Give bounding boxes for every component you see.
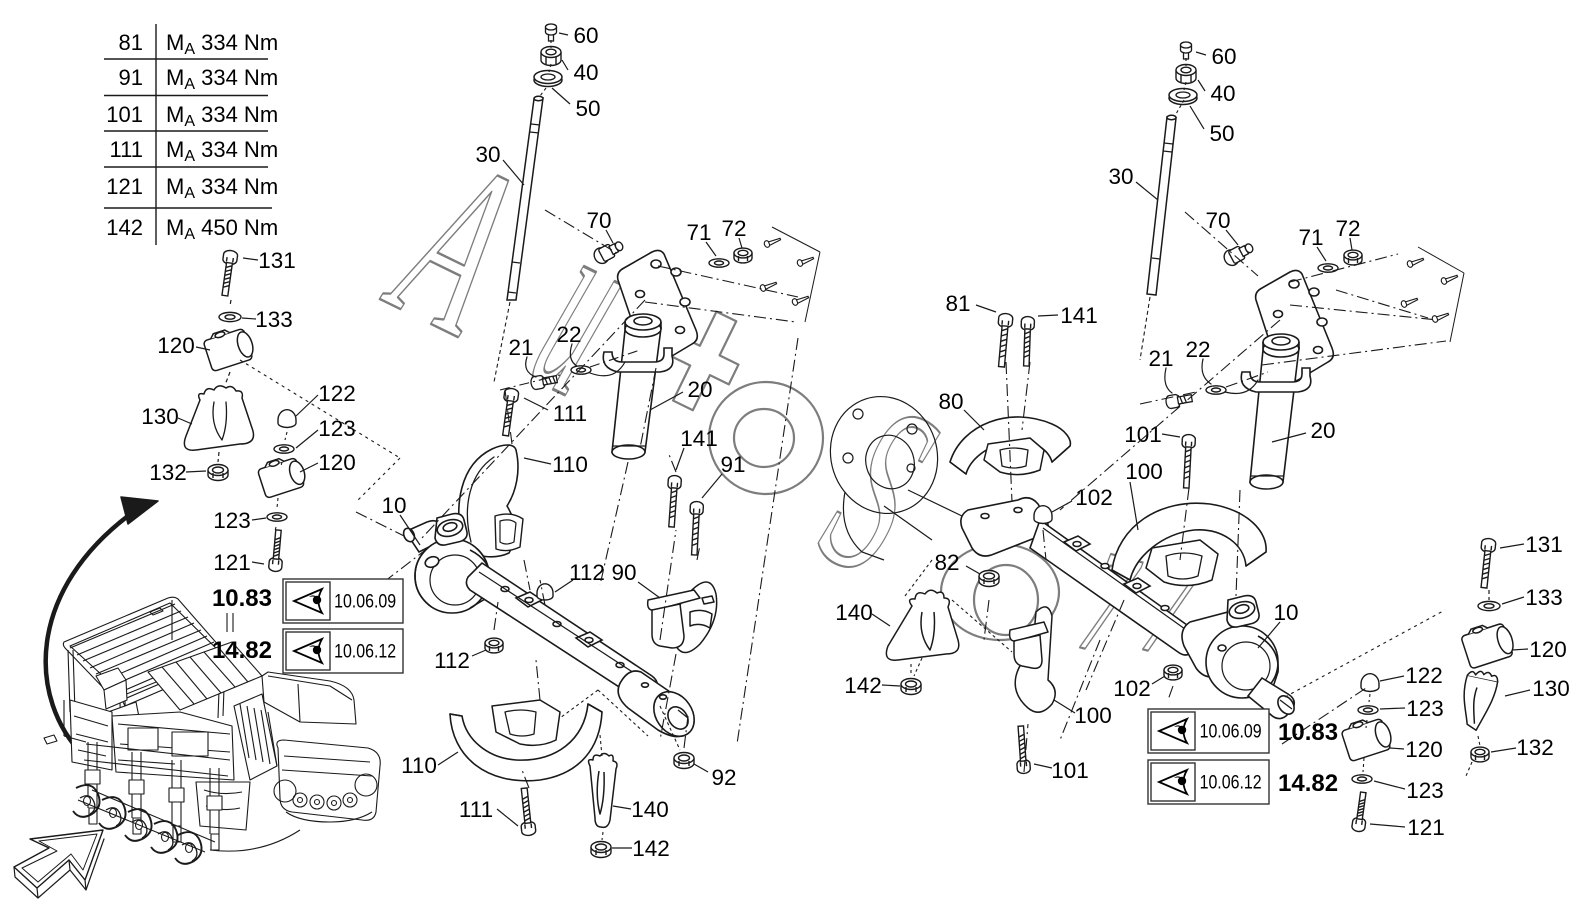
svg-text:82: 82: [934, 550, 959, 575]
svg-text:131: 131: [258, 248, 296, 273]
svg-text:120: 120: [318, 450, 356, 475]
svg-text:22: 22: [556, 322, 581, 347]
svg-text:102: 102: [1113, 676, 1151, 701]
svg-text:72: 72: [1335, 216, 1360, 241]
svg-text:14.82: 14.82: [212, 637, 272, 664]
svg-text:10.06.09: 10.06.09: [334, 592, 396, 613]
svg-text:123: 123: [1406, 778, 1444, 803]
svg-text:110: 110: [401, 753, 437, 778]
svg-text:140: 140: [835, 600, 873, 625]
svg-text:50: 50: [1209, 121, 1234, 146]
svg-text:MA 334 Nm: MA 334 Nm: [166, 137, 278, 165]
svg-text:10.83: 10.83: [212, 585, 272, 612]
svg-text:81: 81: [119, 30, 143, 55]
svg-text:10.06.09: 10.06.09: [1200, 722, 1262, 743]
svg-text:90: 90: [611, 560, 636, 585]
svg-text:71: 71: [1298, 225, 1323, 250]
svg-text:120: 120: [1529, 637, 1567, 662]
svg-text:123: 123: [1406, 696, 1444, 721]
svg-text:92: 92: [711, 765, 736, 790]
svg-text:120: 120: [1405, 737, 1443, 762]
svg-text:120: 120: [157, 333, 195, 358]
svg-text:70: 70: [1205, 208, 1230, 233]
svg-text:140: 140: [631, 797, 669, 822]
svg-text:101: 101: [1124, 422, 1162, 447]
svg-text:111: 111: [553, 401, 587, 426]
svg-text:142: 142: [632, 836, 670, 861]
svg-text:121: 121: [213, 550, 251, 575]
svg-text:30: 30: [1108, 164, 1133, 189]
svg-text:10.06.12: 10.06.12: [1200, 773, 1262, 794]
svg-text:21: 21: [508, 335, 533, 360]
svg-text:100: 100: [1074, 703, 1112, 728]
svg-text:112: 112: [434, 648, 470, 673]
svg-text:40: 40: [573, 60, 598, 85]
svg-text:141: 141: [1060, 303, 1098, 328]
svg-text:132: 132: [149, 460, 187, 485]
svg-text:133: 133: [1525, 585, 1563, 610]
svg-text:10.83: 10.83: [1278, 719, 1338, 746]
svg-text:MA 334 Nm: MA 334 Nm: [166, 102, 278, 130]
svg-text:121: 121: [1407, 815, 1445, 840]
svg-text:133: 133: [255, 307, 293, 332]
svg-text:72: 72: [721, 216, 746, 241]
svg-text:60: 60: [1211, 44, 1236, 69]
svg-text:60: 60: [573, 23, 598, 48]
svg-text:20: 20: [687, 377, 712, 402]
svg-text:101: 101: [106, 102, 143, 127]
svg-text:123: 123: [213, 508, 251, 533]
svg-text:10: 10: [381, 493, 406, 518]
svg-text:50: 50: [575, 96, 600, 121]
svg-text:102: 102: [1075, 485, 1113, 510]
svg-text:22: 22: [1185, 337, 1210, 362]
svg-text:142: 142: [844, 673, 882, 698]
svg-text:10.06.12: 10.06.12: [334, 642, 396, 663]
svg-text:71: 71: [686, 220, 711, 245]
svg-text:14.82: 14.82: [1278, 770, 1338, 797]
svg-text:91: 91: [119, 65, 143, 90]
svg-text:70: 70: [586, 208, 611, 233]
svg-text:101: 101: [1051, 758, 1089, 783]
svg-text:80: 80: [938, 389, 963, 414]
svg-text:21: 21: [1148, 346, 1173, 371]
svg-text:132: 132: [1516, 735, 1554, 760]
svg-text:142: 142: [106, 215, 143, 240]
svg-text:30: 30: [475, 142, 500, 167]
svg-text:91: 91: [720, 452, 745, 477]
svg-text:122: 122: [318, 381, 356, 406]
svg-text:141: 141: [680, 426, 718, 451]
svg-text:111: 111: [110, 137, 143, 162]
svg-text:MA 334 Nm: MA 334 Nm: [166, 65, 278, 93]
svg-text:MA 334 Nm: MA 334 Nm: [166, 30, 278, 58]
svg-text:MA 334 Nm: MA 334 Nm: [166, 174, 278, 202]
svg-text:112: 112: [569, 560, 605, 585]
svg-text:122: 122: [1405, 663, 1443, 688]
svg-text:131: 131: [1525, 532, 1563, 557]
svg-text:111: 111: [459, 797, 493, 822]
svg-text:10: 10: [1273, 600, 1298, 625]
svg-text:81: 81: [945, 291, 970, 316]
svg-text:MA 450 Nm: MA 450 Nm: [166, 215, 278, 243]
svg-text:100: 100: [1125, 459, 1163, 484]
svg-text:130: 130: [1532, 676, 1570, 701]
svg-text:110: 110: [552, 452, 588, 477]
svg-text:40: 40: [1210, 81, 1235, 106]
svg-text:20: 20: [1310, 418, 1335, 443]
svg-text:130: 130: [141, 404, 179, 429]
svg-text:121: 121: [106, 174, 143, 199]
